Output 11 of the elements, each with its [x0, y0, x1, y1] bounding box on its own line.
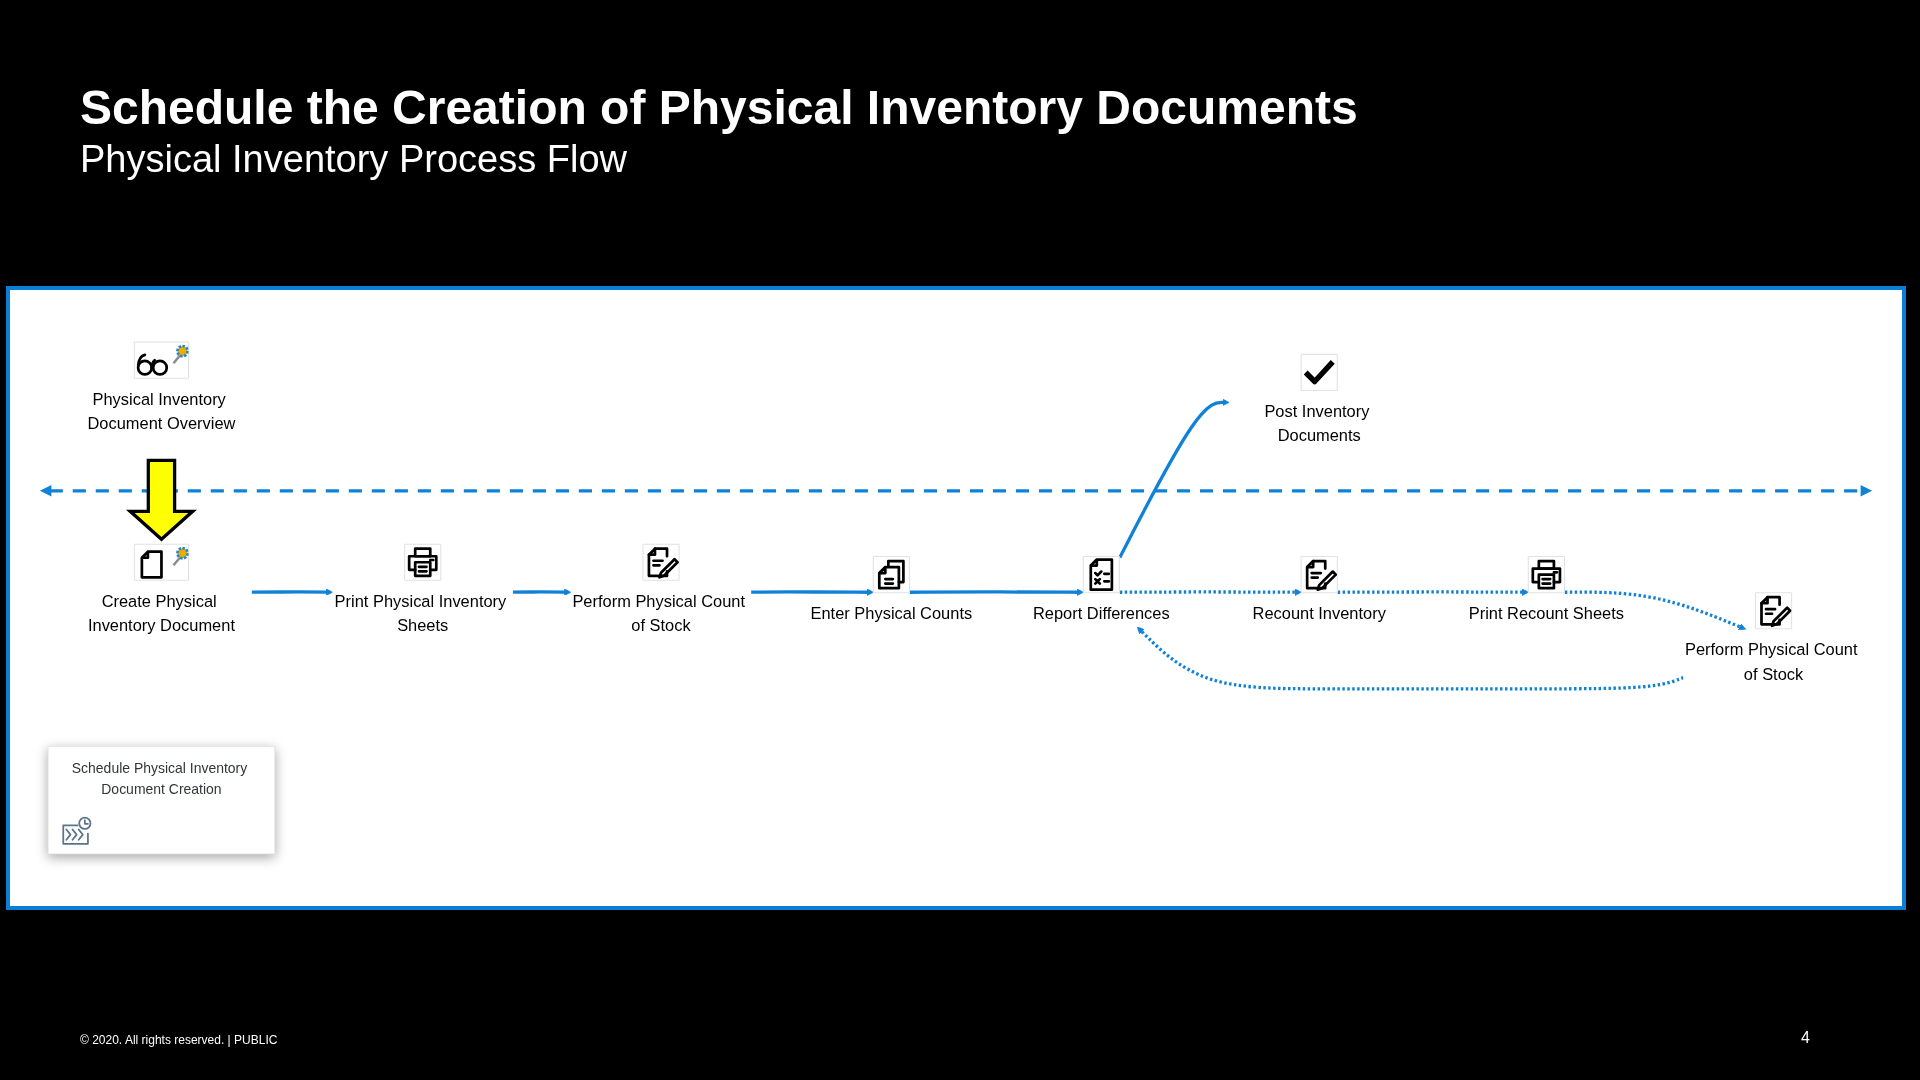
footer-text: © 2020. All rights reserved. | PUBLIC	[80, 1033, 278, 1047]
arrow	[909, 588, 1084, 596]
arrow	[1119, 588, 1302, 596]
arrow	[1564, 590, 1746, 631]
page-number: 4	[1801, 1029, 1810, 1047]
arrow	[1136, 626, 1685, 691]
arrow	[1337, 588, 1530, 596]
slide-subtitle: Physical Inventory Process Flow	[80, 138, 627, 181]
node-box: Schedule Physical Inventory Document Creation	[47, 745, 276, 855]
arrow	[1118, 398, 1230, 559]
slide-title: Schedule the Creation of Physical Inventory Documents	[80, 80, 1358, 135]
